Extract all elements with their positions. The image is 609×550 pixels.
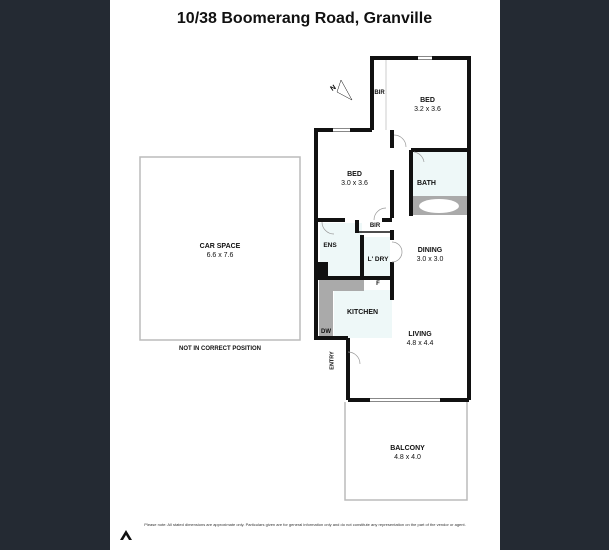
floor-plan-sheet (110, 0, 500, 550)
dishwasher-label: DW (321, 329, 331, 335)
door-swings (321, 134, 425, 365)
room-bath: BATH (417, 180, 436, 187)
compass-n: N (329, 84, 337, 93)
bath-tub-basin (419, 199, 459, 213)
windows (333, 56, 440, 402)
car-space-outline (139, 156, 301, 341)
entry-label: ENTRY (329, 351, 336, 370)
room-bir-second: BIR (369, 223, 381, 229)
fridge-label: F (376, 281, 380, 287)
wall-block (316, 262, 328, 276)
page-title: 10/38 Boomerang Road, Granville (176, 10, 433, 27)
kitchen-floor (334, 290, 392, 338)
kitchen-bench-side (319, 278, 333, 338)
balcony-outline (344, 402, 468, 501)
disclaimer: Please note: All stated dimensions are a… (144, 522, 466, 527)
compass-icon (336, 79, 353, 101)
room-ens: ENS (323, 242, 337, 249)
room-kitchen: KITCHEN (346, 309, 379, 316)
room-laundry: L' DRY (367, 256, 389, 263)
car-space-note: NOT IN CORRECT POSITION (178, 346, 261, 352)
ldry-floor (364, 237, 390, 278)
logo-icon (120, 530, 132, 540)
room-bir-main: BIR (374, 90, 385, 96)
